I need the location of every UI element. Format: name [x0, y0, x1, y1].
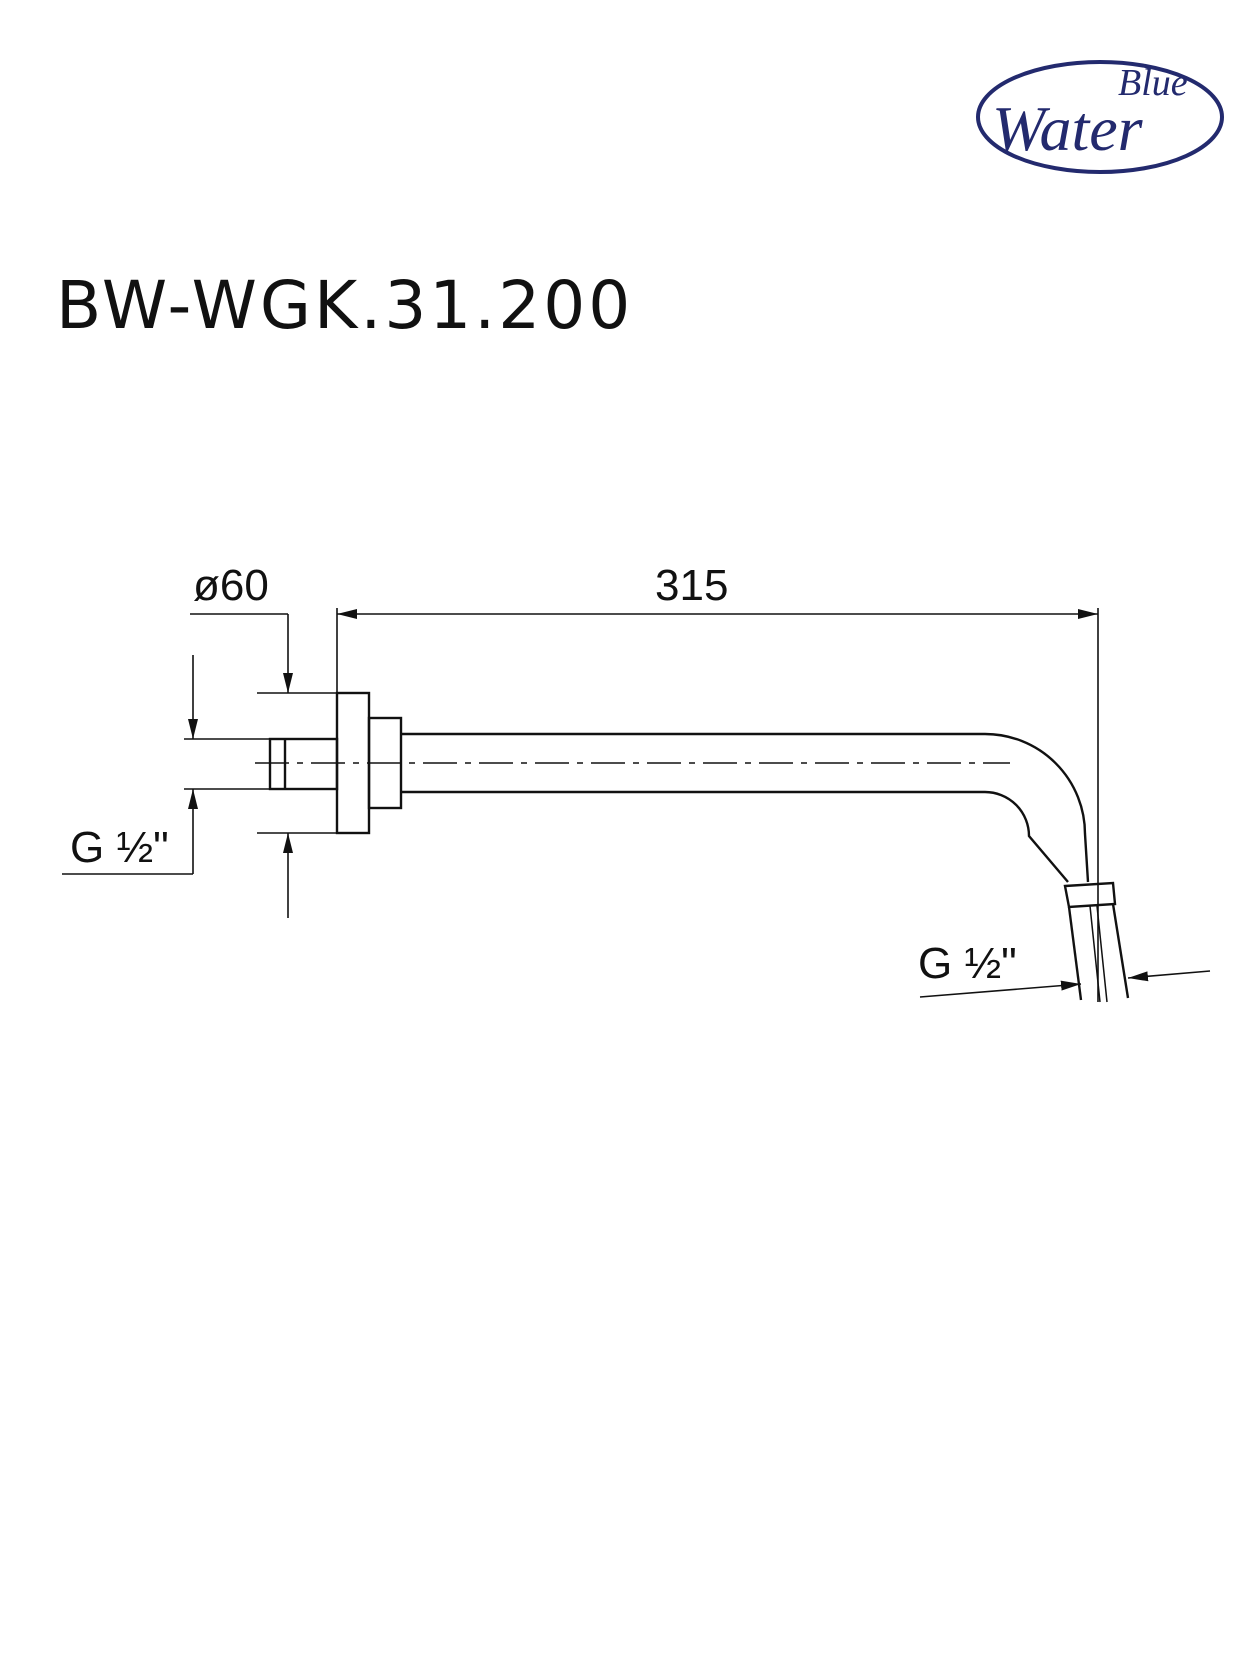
logo-water-text: Water [992, 93, 1144, 164]
dimension-outlet-thread [919, 970, 1211, 998]
arm-outer-edge [401, 732, 1090, 883]
outlet-right-line [1111, 903, 1130, 999]
dimension-flange-diameter [190, 613, 293, 918]
logo-ellipse [976, 60, 1224, 174]
outlet-thread-leader [919, 980, 1082, 998]
outlet-thread-label: G ½" [918, 939, 1017, 988]
product-code-title: BW-WGK.31.200 [56, 267, 633, 344]
logo-blue-text: Blue [1118, 62, 1188, 104]
outlet-nut [1063, 881, 1117, 909]
dimension-dia60-label: ø60 [193, 561, 269, 610]
outlet-thread-arrow-right [1127, 970, 1211, 982]
wall-thread-label: G ½" [70, 823, 169, 872]
outlet-left-line [1067, 906, 1083, 1001]
brand-logo: Blue Water [976, 60, 1224, 174]
dimension-arm-length [336, 608, 1099, 1002]
dimension-315-label: 315 [655, 561, 728, 610]
dimension-wall-thread [62, 655, 270, 875]
thread-stub [268, 737, 339, 791]
arm-inner-edge [401, 790, 1069, 883]
